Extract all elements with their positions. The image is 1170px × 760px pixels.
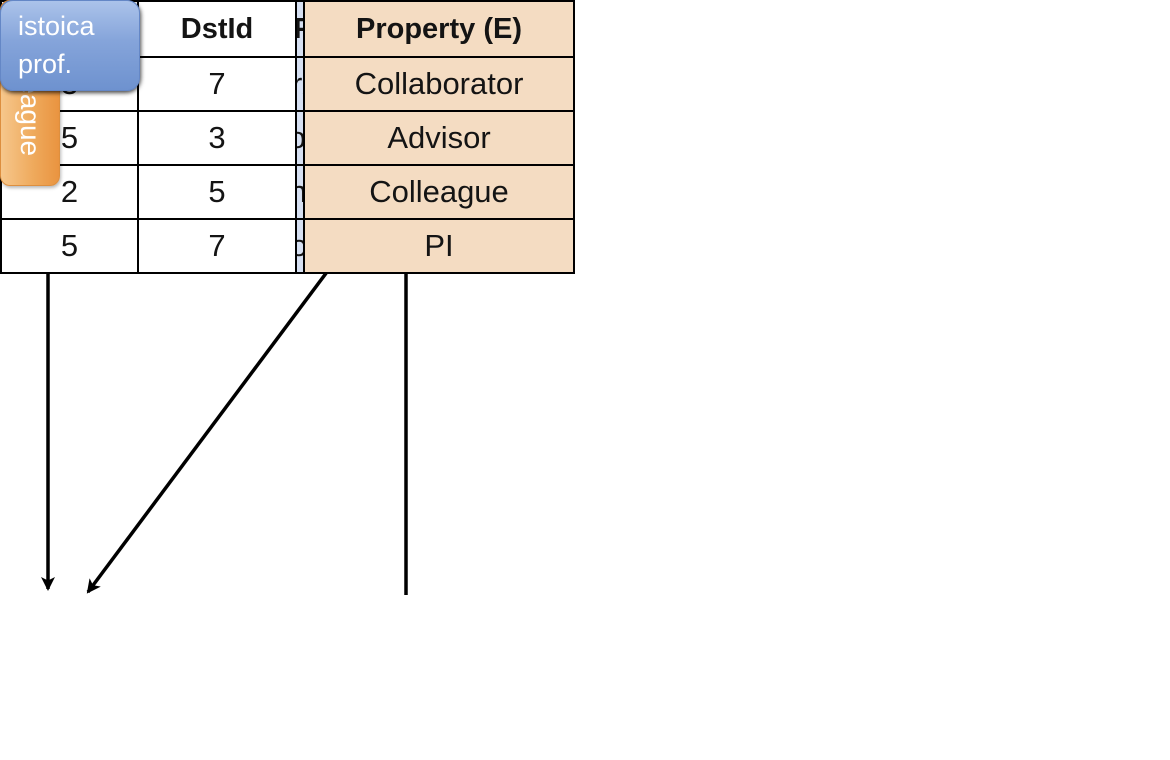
edge-table-header-property: Property (E): [305, 2, 573, 56]
edge-table-property-column: Property (E) Collaborator Advisor Collea…: [303, 0, 575, 274]
vertex-property-box-2: istoica prof.: [0, 0, 140, 91]
edge-table-dst-cell: 7: [137, 56, 295, 110]
edge-table-header-dstid: DstId: [137, 2, 295, 56]
edge-table-property-cell: Colleague: [305, 164, 573, 218]
edge-5-to-7: [86, 211, 373, 594]
vertex-property-2-line2: prof.: [18, 49, 73, 79]
vertex-property-2-line1: istoica: [18, 11, 95, 41]
edge-table-property-cell: Collaborator: [305, 56, 573, 110]
edge-table-src-cell: 5: [2, 110, 137, 164]
edge-table-property-cell: Advisor: [305, 110, 573, 164]
edge-table-src-cell: 5: [2, 218, 137, 272]
edge-table-dst-cell: 7: [137, 218, 295, 272]
edge-table-property-cell: PI: [305, 218, 573, 272]
edge-table-src-cell: 2: [2, 164, 137, 218]
edge-table-dst-cell: 5: [137, 164, 295, 218]
edge-table: SrcId DstId 3 7 5 3 2 5 5 7 Property (E)…: [0, 0, 575, 274]
edge-table-dst-cell: 3: [137, 110, 295, 164]
